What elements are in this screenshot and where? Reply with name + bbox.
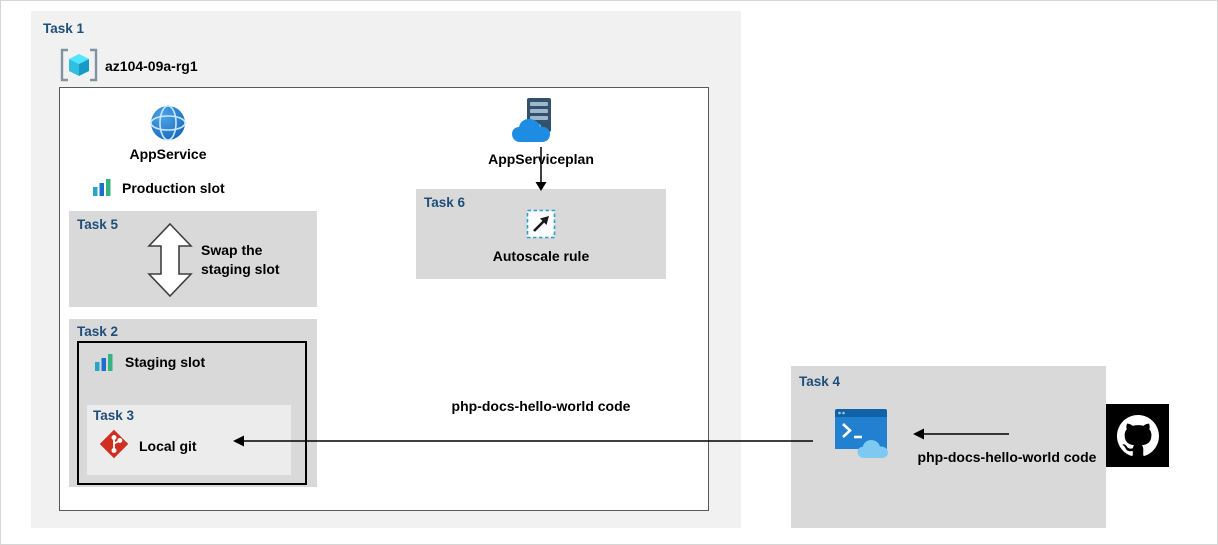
cloud-shell-terminal-icon [834,408,892,465]
task2-box: Task 2 Staging slot Task 3 [69,319,317,487]
production-slot-label: Production slot [122,180,225,196]
task4-code-label: php-docs-hello-world code [917,449,1097,465]
task5-action-text: Swap the staging slot [201,242,280,277]
resource-group-cube-icon [59,48,99,87]
resource-group-name: az104-09a-rg1 [105,58,198,74]
deployment-code-label: php-docs-hello-world code [451,398,631,414]
task5-label: Task 5 [77,217,119,232]
task3-label: Task 3 [93,408,135,423]
autoscale-rule-label: Autoscale rule [492,248,590,264]
github-icon [1106,404,1169,467]
app-service-plan-label: AppServiceplan [488,151,594,167]
task5-box: Task 5 Swap the staging slot [69,211,317,307]
app-service-label: AppService [129,146,207,162]
task2-label: Task 2 [77,324,119,339]
local-git-label: Local git [139,438,197,454]
app-service-plan-server-cloud-icon [511,97,563,150]
swap-vertical-double-arrow-icon [147,222,193,302]
task6-box: Task 6 Autoscale rule [416,189,666,279]
staging-slot-label: Staging slot [125,354,206,370]
task1-label: Task 1 [43,21,85,36]
task4-label: Task 4 [799,374,841,389]
task6-label: Task 6 [424,195,466,210]
task4-box: Task 4 php-docs-hello-world code [791,366,1106,528]
autoscale-rule-icon [526,209,556,244]
staging-slot-chart-icon [93,351,115,378]
git-icon [99,429,129,464]
production-slot-chart-icon [91,176,113,203]
staging-slot-box: Staging slot Task 3 Local git [77,341,307,485]
app-service-globe-icon [148,103,188,148]
task3-box: Task 3 Local git [87,405,291,475]
